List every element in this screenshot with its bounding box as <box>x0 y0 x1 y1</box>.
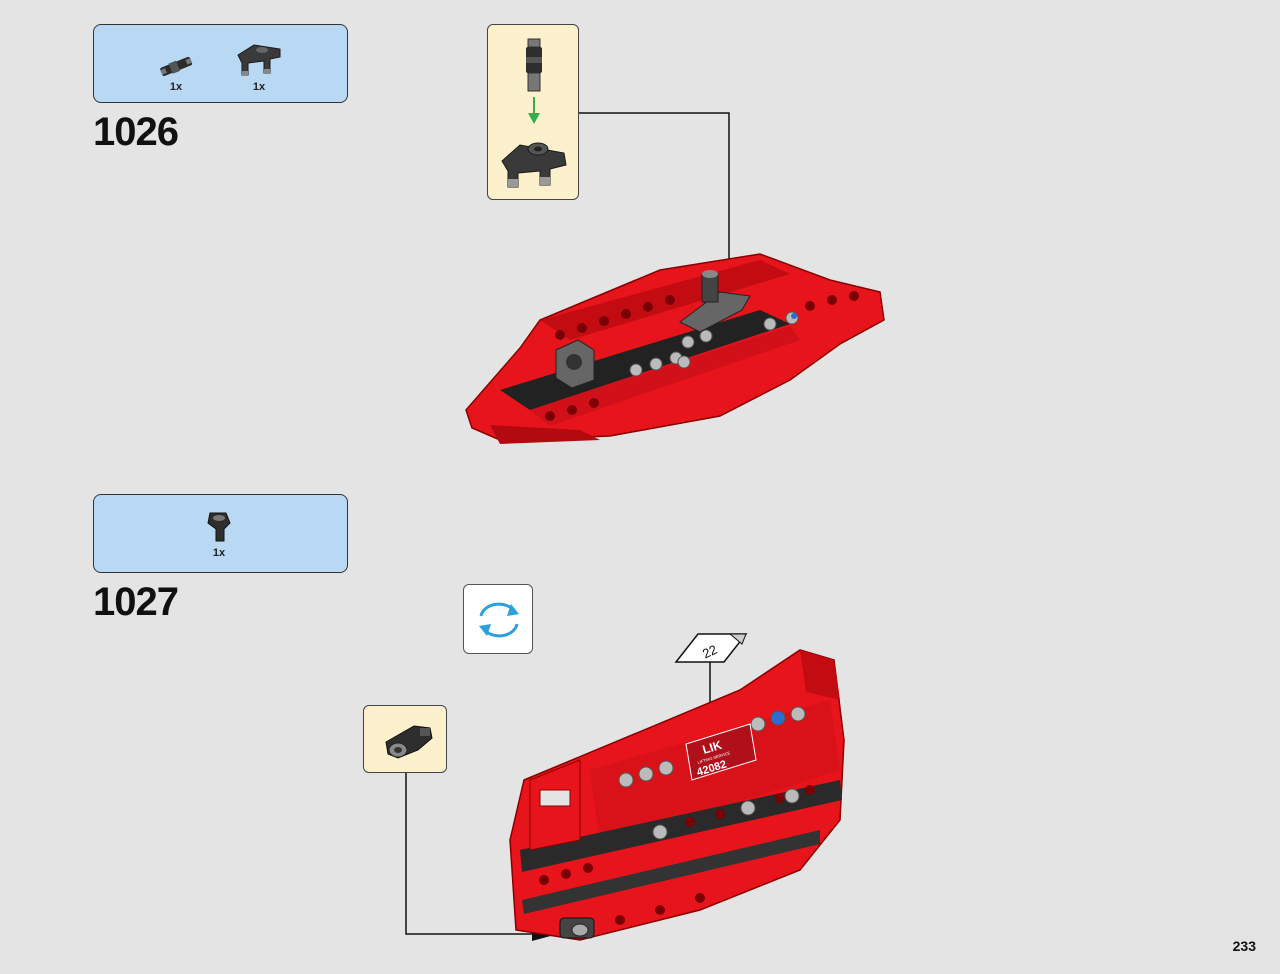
grey-pins <box>618 706 806 840</box>
page-number: 233 <box>1232 938 1256 954</box>
part-quantity: 1x <box>169 81 183 93</box>
double-arm-beam-installed <box>679 270 751 333</box>
parts-list-step-1026: 1x 1x <box>93 24 348 103</box>
part-callout <box>363 705 447 773</box>
sticker-number: 22 <box>700 642 719 662</box>
part-item: 1x <box>156 53 196 93</box>
installed-angled-connector <box>559 917 595 939</box>
model-illustration-step-1026 <box>465 253 885 444</box>
axle-connector-icon <box>520 37 548 95</box>
angled-axle-connector-icon <box>204 509 234 545</box>
model-illustration-step-1027: LIK LIFTING SERVICE 42082 <box>509 649 845 941</box>
sticker-callout: 22 <box>674 633 748 740</box>
part-quantity: 1x <box>212 547 226 559</box>
grey-connector-block <box>555 339 595 389</box>
angled-axle-connector-icon <box>378 716 436 764</box>
grey-pins <box>629 311 799 377</box>
part-item: 1x <box>204 509 234 559</box>
green-insert-arrow-icon <box>527 97 541 125</box>
rotate-arrows-icon <box>471 592 527 648</box>
double-arm-beam-icon <box>234 37 284 79</box>
step-number: 1026 <box>93 110 179 154</box>
axle-connector-icon <box>156 53 196 79</box>
double-arm-beam-icon <box>498 125 572 189</box>
rotate-model-indicator <box>463 584 533 654</box>
step-number: 1027 <box>93 580 179 624</box>
stud-holes <box>545 291 859 421</box>
decal-brand: LIK <box>701 738 724 757</box>
parts-list-step-1027: 1x <box>93 494 348 573</box>
part-item: 1x <box>234 37 284 93</box>
part-quantity: 1x <box>252 81 266 93</box>
subassembly-callout <box>487 24 579 200</box>
